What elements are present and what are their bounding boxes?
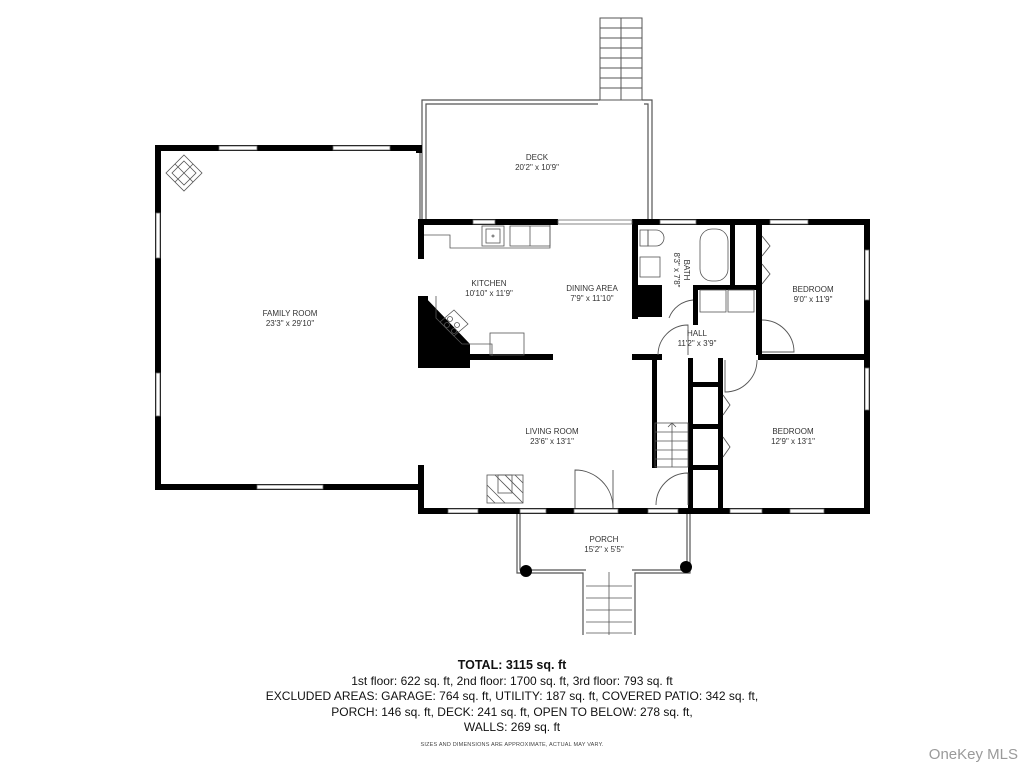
room-dims: 9'0" x 11'9": [793, 295, 833, 304]
room-name: LIVING ROOM: [525, 427, 579, 436]
excluded-areas-line2: PORCH: 146 sq. ft, DECK: 241 sq. ft, OPE…: [331, 704, 693, 719]
doors: [574, 235, 795, 509]
skylight-icon: [165, 154, 203, 192]
room-dims: 23'6" x 13'1": [530, 437, 574, 446]
porch-outline: [516, 514, 691, 635]
watermark: OneKey MLS: [928, 746, 1018, 763]
room-name: HALL: [686, 329, 707, 338]
room-name: PORCH: [589, 535, 619, 544]
excluded-areas-line3: WALLS: 269 sq. ft: [463, 720, 561, 734]
porch-column: [680, 561, 692, 573]
porch-stairs: [586, 572, 632, 635]
stove-icon: [439, 309, 469, 337]
main-walls: [418, 219, 870, 514]
porch-column: [520, 565, 532, 577]
room-name: FAMILY ROOM: [262, 309, 318, 318]
room-label-living-room: LIVING ROOM 23'6" x 13'1": [525, 427, 578, 447]
room-dims: 8'3" x 7'8": [672, 252, 681, 288]
kitchen-counters: [424, 225, 551, 356]
room-dims: 23'3" x 29'10": [265, 319, 315, 328]
room-name: DECK: [525, 153, 549, 162]
room-dims: 7'9" x 11'10": [570, 294, 614, 303]
interior-stairs: [654, 422, 689, 468]
room-label-dining-area: DINING AREA 7'9" x 11'10": [566, 284, 618, 304]
room-dims: 20'2" x 10'9": [515, 163, 559, 172]
room-label-kitchen: KITCHEN 10'10" x 11'9": [465, 279, 513, 299]
room-label-bedroom-1: BEDROOM 9'0" x 11'9": [792, 285, 833, 305]
room-label-family-room: FAMILY ROOM 23'3" x 29'10": [263, 309, 318, 329]
room-dims: 10'10" x 11'9": [465, 289, 513, 298]
excluded-areas-line1: EXCLUDED AREAS: GARAGE: 764 sq. ft, UTIL…: [265, 689, 759, 703]
room-label-deck: DECK 20'2" x 10'9": [515, 153, 559, 173]
room-name: KITCHEN: [471, 279, 507, 288]
main-windows: [447, 219, 870, 514]
room-name: DINING AREA: [566, 284, 618, 293]
deck-stairs: [599, 17, 643, 101]
room-name: BEDROOM: [792, 285, 834, 294]
family-room-windows: [155, 145, 391, 490]
room-label-hall: HALL 11'2" x 3'9": [678, 329, 717, 349]
room-label-porch: PORCH 15'2" x 5'5": [584, 535, 623, 555]
room-dims: 12'9" x 13'1": [771, 437, 815, 446]
disclaimer: SIZES AND DIMENSIONS ARE APPROXIMATE, AC…: [420, 742, 604, 748]
floor-areas: 1st floor: 622 sq. ft, 2nd floor: 1700 s…: [351, 673, 673, 688]
fireplace-icon: [486, 474, 524, 504]
total-area: TOTAL: 3115 sq. ft: [457, 658, 567, 672]
room-label-bath: BATH 8'3" x 7'8": [671, 253, 691, 288]
area-summary: TOTAL: 3115 sq. ft 1st floor: 622 sq. ft…: [0, 658, 1024, 736]
sink-icon: [485, 228, 501, 244]
room-label-bedroom-2: BEDROOM 12'9" x 13'1": [771, 427, 815, 447]
room-name: BATH: [682, 259, 691, 281]
bath-fixtures: [639, 228, 755, 313]
room-dims: 15'2" x 5'5": [584, 545, 624, 554]
room-dims: 11'2" x 3'9": [677, 339, 717, 348]
deck-outline: [421, 99, 653, 220]
room-name: BEDROOM: [772, 427, 814, 436]
